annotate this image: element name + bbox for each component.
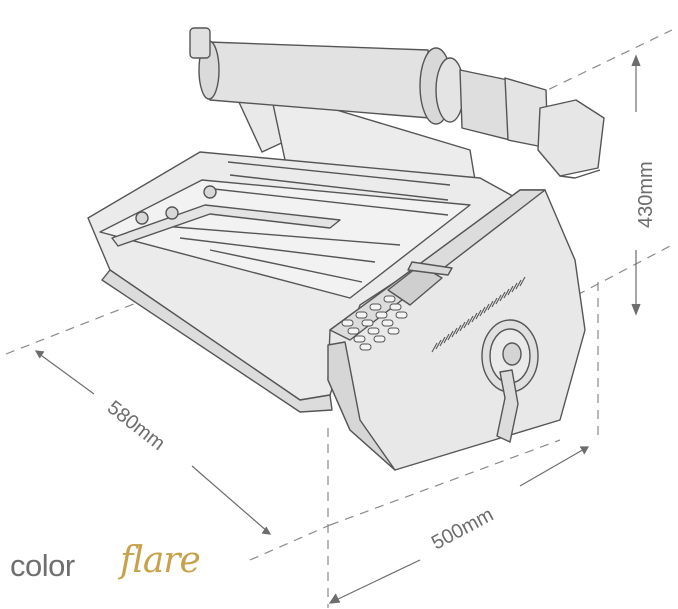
keypad <box>341 295 408 351</box>
base-rim <box>101 269 333 413</box>
feed-guide <box>111 204 341 247</box>
display-panel <box>387 264 443 306</box>
depth-dimension-label: 580mm <box>103 397 169 455</box>
logo-word-color: color <box>10 548 75 583</box>
top-roll <box>189 27 605 179</box>
housing-top <box>329 189 546 341</box>
height-dimension-label: 430mm <box>635 161 657 228</box>
housing-front <box>327 341 396 471</box>
dimension-arrows <box>34 54 641 604</box>
width-dimension-label: 500mm <box>428 504 497 555</box>
indicator-strip <box>407 261 453 276</box>
laminator-illustration <box>87 27 605 471</box>
logo-word-flare: flare <box>120 540 201 581</box>
hand-crank <box>481 319 539 443</box>
vent-grille <box>431 276 526 353</box>
tray-rails <box>149 161 451 283</box>
